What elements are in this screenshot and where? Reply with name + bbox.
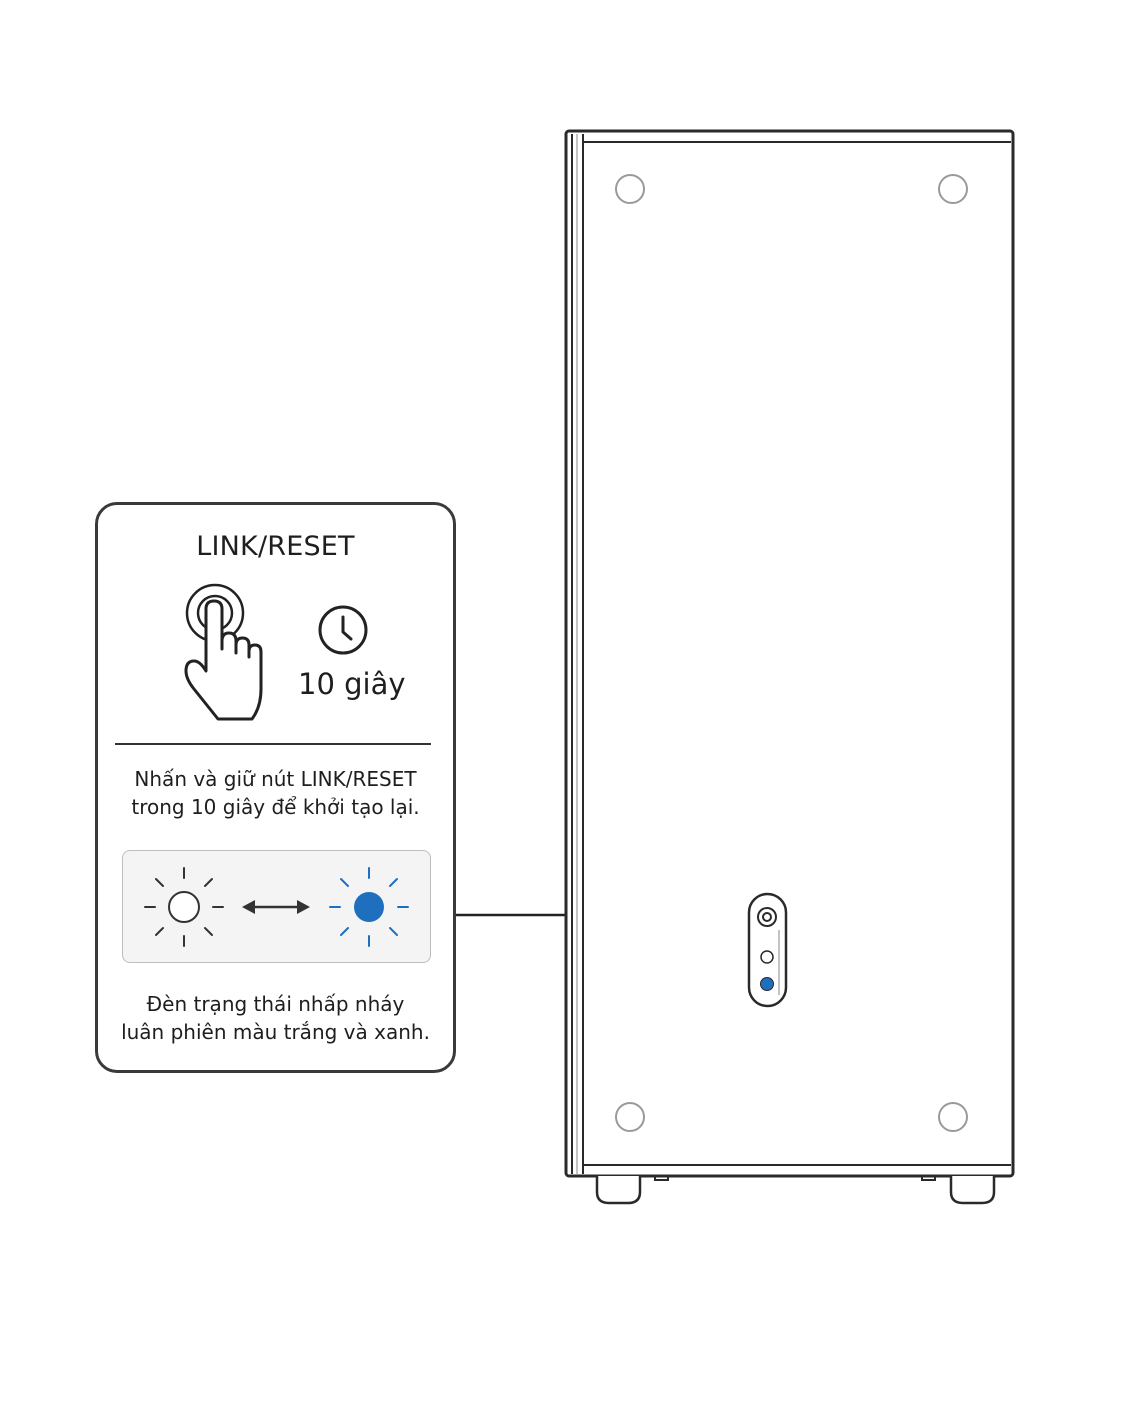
finger-press-icon (184, 583, 263, 721)
device-foot-left (595, 1176, 669, 1205)
blue-light-icon (329, 867, 409, 947)
panel-title: LINK/RESET (196, 531, 355, 562)
clock-icon (318, 605, 368, 655)
hold-duration: 10 giây (298, 667, 406, 701)
led-note-text: Đèn trạng thái nhấp nháy luân phiên màu … (108, 990, 443, 1046)
instruction-line: Nhấn và giữ nút LINK/RESET (134, 767, 417, 791)
led-note-line: luân phiên màu trắng và xanh. (121, 1020, 430, 1044)
instruction-panel: LINK/RESET 10 giây Nhấn và giữ nút LINK/… (95, 502, 456, 1073)
screw-hole-icon (615, 1102, 645, 1132)
panel-divider (115, 743, 431, 745)
instruction-line: trong 10 giây để khởi tạo lại. (131, 795, 420, 819)
screw-hole-icon (938, 174, 968, 204)
instruction-text: Nhấn và giữ nút LINK/RESET trong 10 giây… (108, 765, 443, 821)
led-note-line: Đèn trạng thái nhấp nháy (146, 992, 405, 1016)
double-arrow-icon (242, 900, 310, 914)
white-light-icon (144, 867, 224, 947)
device-body (564, 129, 1015, 1178)
screw-hole-icon (938, 1102, 968, 1132)
reset-button-module (747, 892, 788, 1008)
status-led-blue-icon (760, 977, 774, 991)
status-led-white-icon (760, 950, 774, 964)
led-status-box (122, 850, 431, 963)
screw-hole-icon (615, 174, 645, 204)
device-foot-right (921, 1176, 996, 1205)
